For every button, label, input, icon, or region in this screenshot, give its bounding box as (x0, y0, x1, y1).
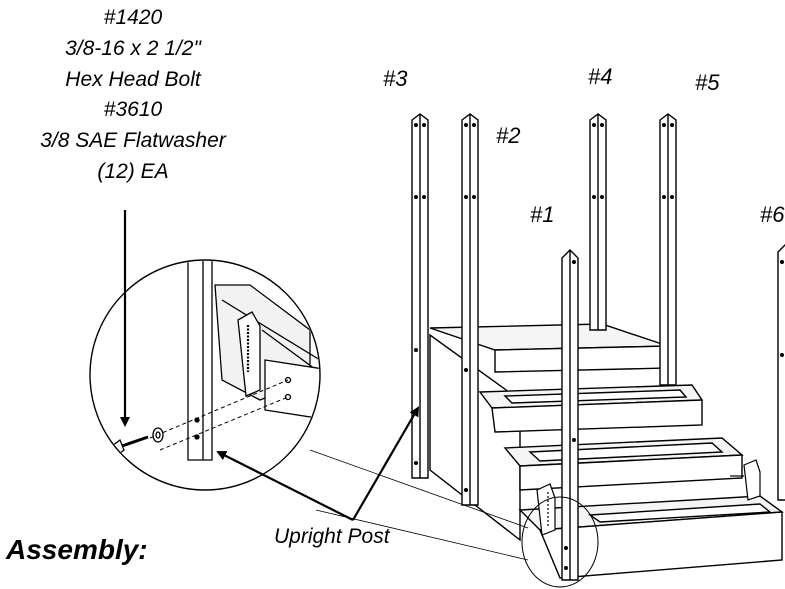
bolt-size: 3/8-16 x 2 1/2" (65, 37, 201, 60)
stair-riser-2 (491, 399, 703, 433)
hinge-bracket-left (536, 483, 556, 536)
bolt-part-number: #1420 (103, 6, 163, 29)
upright-arrow-to-post (352, 406, 420, 521)
upright-arrow-to-detail (216, 451, 354, 521)
hinge-bracket-right (743, 459, 761, 501)
washer-part-number: #3610 (103, 98, 163, 121)
detail-upright-post (187, 261, 213, 461)
upright-post-label: Upright Post (274, 525, 390, 548)
post-label-6: #6 (760, 202, 785, 227)
post-label-2: #2 (496, 123, 521, 148)
post-label-1: #1 (530, 202, 555, 227)
post-label-3: #3 (383, 66, 408, 91)
hinge-brackets (536, 459, 761, 536)
post-6 (777, 244, 785, 501)
post-label-5: #5 (695, 70, 720, 95)
assembly-heading: Assembly: (6, 534, 148, 565)
washer-name: 3/8 SAE Flatwasher (40, 129, 226, 152)
stair-assembly (429, 323, 784, 579)
stair-base (538, 511, 783, 579)
stair-tread-4-inset (587, 503, 772, 523)
stair-top-riser (494, 345, 669, 373)
bolt-name: Hex Head Bolt (65, 68, 201, 91)
hardware-quantity: (12) EA (97, 160, 169, 183)
detail-link-line-top (309, 449, 529, 529)
detail-magnifier (89, 259, 321, 491)
stair-tread-2-inset (503, 389, 688, 404)
detail-reference-circle (521, 496, 599, 588)
post-label-4: #4 (588, 64, 613, 89)
